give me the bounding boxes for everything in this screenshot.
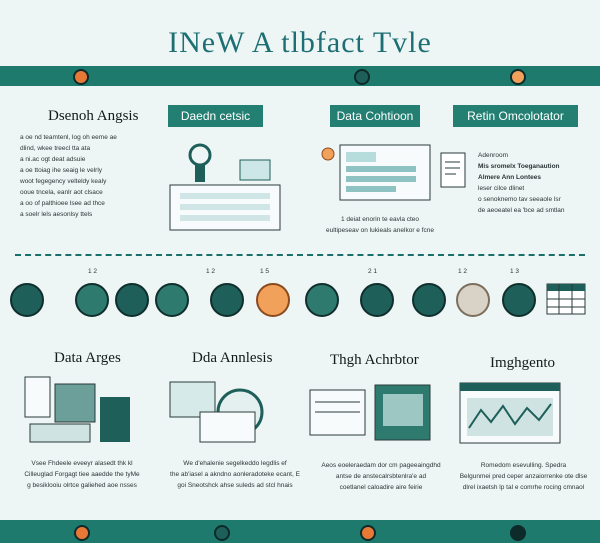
tab-design[interactable]: Daedn cetsic: [168, 105, 263, 127]
middle-caption: 1 deiat enorin te eavla cteo eultipeseav…: [325, 216, 435, 234]
chart-illustration: [459, 382, 561, 444]
list-item: a oe nd teamtenl, log oh eeme ae: [20, 134, 117, 141]
section-heading: Thgh Achrbtor: [330, 352, 419, 368]
tab-retin[interactable]: Retin Omcolotator: [453, 105, 578, 127]
pill-label: 1 3: [510, 268, 520, 275]
top-band: [0, 66, 600, 86]
pill-label: 1 2: [88, 268, 98, 275]
band-dot: [354, 69, 370, 85]
section-heading: Dda Annlesis: [192, 350, 273, 366]
left-panel-title: Dsenoh Angsis: [48, 108, 139, 124]
pill-label: 1 2: [458, 268, 468, 275]
page-title: INeW A tlbfact Tvle: [168, 26, 432, 59]
document-icon: [440, 152, 466, 188]
computer-illustration: [169, 143, 281, 231]
list-item: o senoknemo tav seeaole lsr: [478, 196, 561, 203]
band-dot: [73, 69, 89, 85]
section-heading: Imghgento: [490, 355, 555, 371]
list-item: Mis sromelx Toeganaution: [478, 163, 560, 170]
band-dot: [214, 525, 230, 541]
band-dot: [510, 69, 526, 85]
band-dot: [360, 525, 376, 541]
section-text: Aeos eoeleraedam dor cm pageeaingdhd ant…: [321, 462, 441, 491]
pill-label: 1 5: [260, 268, 270, 275]
list-item: ooue tncela, eanlr aot clsace: [20, 189, 103, 196]
globe-icon[interactable]: [360, 283, 394, 317]
timeline-dashed: [15, 254, 585, 256]
node-icon[interactable]: [210, 283, 244, 317]
list-item: leser cilce dlinet: [478, 185, 525, 192]
node-icon[interactable]: [155, 283, 189, 317]
node-icon[interactable]: [75, 283, 109, 317]
list-item: a soelr lels aesonlsy ttels: [20, 211, 93, 218]
list-item: Adenroom: [478, 152, 508, 159]
node-icon[interactable]: [115, 283, 149, 317]
gear-icon[interactable]: [256, 283, 290, 317]
list-item: a oo of palthioee lsee ad thce: [20, 200, 105, 207]
node-icon[interactable]: [502, 283, 536, 317]
section-text: We d'ehalenie segelkeddo legdlis ef the …: [170, 460, 300, 489]
right-panel-list: Adenroom Mis sromelx Toeganaution Almere…: [478, 150, 593, 216]
analysis-illustration: [169, 381, 264, 443]
node-icon[interactable]: [305, 283, 339, 317]
bottom-band: [0, 520, 600, 543]
spreadsheet-icon: [546, 283, 586, 315]
pill-label: 1 2: [206, 268, 216, 275]
node-icon[interactable]: [456, 283, 490, 317]
section-heading: Data Arges: [54, 350, 121, 366]
list-item: Almere Ann Lontees: [478, 174, 541, 181]
tab-data-collection[interactable]: Data Cohtioon: [330, 105, 420, 127]
list-item: dlind, wkee treecl tta ata: [20, 145, 91, 152]
list-item: de aeoeatel ea 'bce ad smtlan: [478, 207, 565, 214]
node-icon[interactable]: [412, 283, 446, 317]
laptop-icon: [24, 376, 130, 443]
list-item: woot fegegency velteldy kealy: [20, 178, 107, 185]
band-dot: [510, 525, 526, 541]
list-item: a ni.ac ogt deat adsuie: [20, 156, 86, 163]
section-text: Vsee Fhdeele eveeyr alasedt thk kl Cille…: [24, 460, 140, 489]
node-icon[interactable]: [10, 283, 44, 317]
list-item: a oe ttoiag ihe seaig le velrly: [20, 167, 103, 174]
architecture-illustration: [309, 384, 431, 441]
section-text: Romedom esevulling. Spedra Belgunmei pre…: [459, 462, 588, 491]
left-panel-list: a oe nd teamtenl, log oh eeme ae dlind, …: [20, 132, 138, 220]
band-dot: [74, 525, 90, 541]
screen-illustration: [321, 144, 431, 201]
pill-label: 2 1: [368, 268, 378, 275]
